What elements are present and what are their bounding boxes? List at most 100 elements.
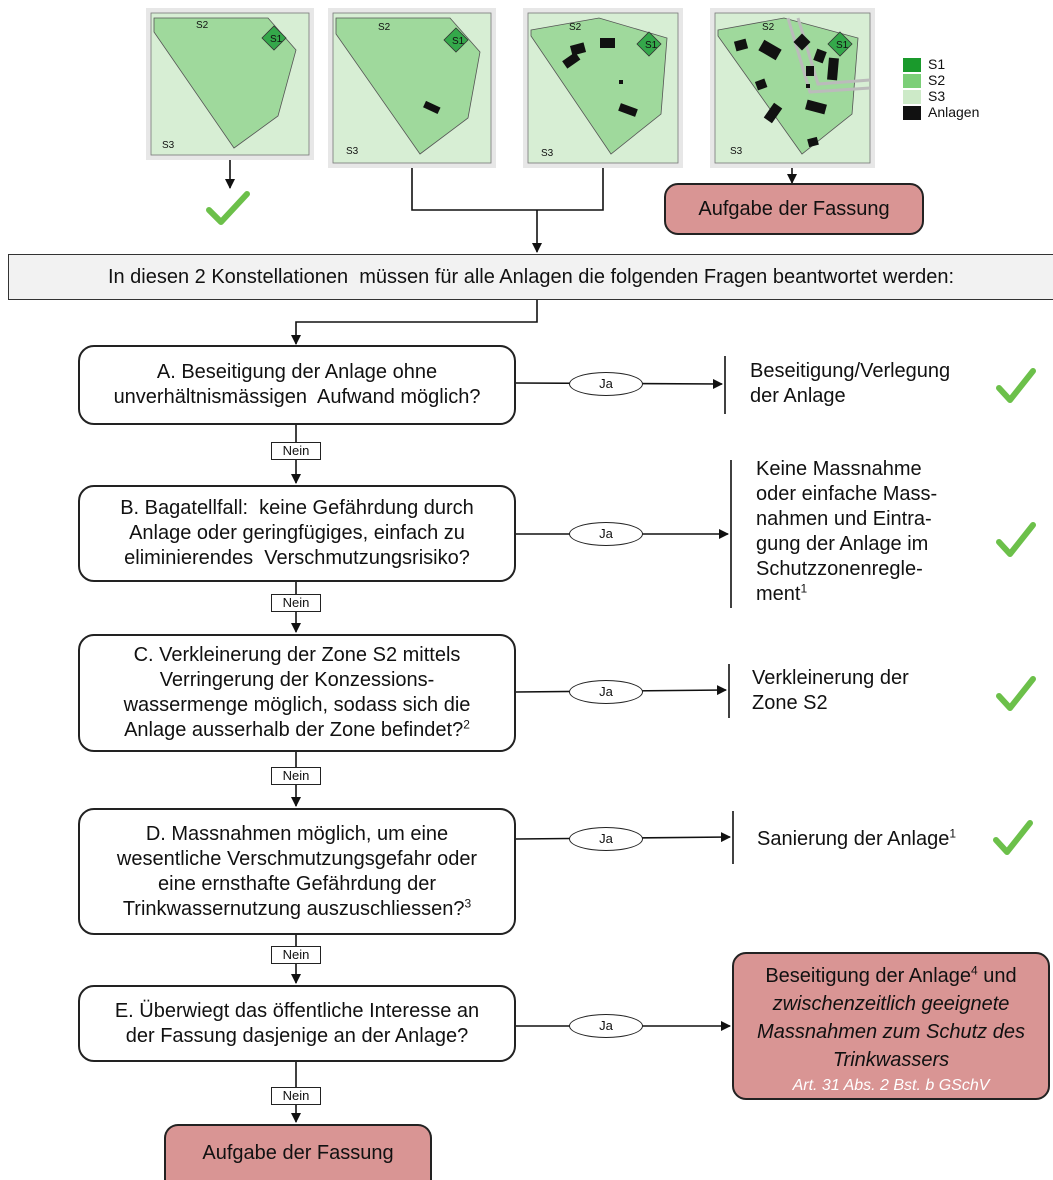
final-result-line1-end: und <box>977 965 1017 987</box>
legend-swatch-s1 <box>903 58 921 72</box>
check-icon <box>996 676 1036 711</box>
result-b-last: ment <box>756 583 801 605</box>
legend-swatch-s3 <box>903 90 921 104</box>
question-d-last: Trinkwassernutzung auszuschliessen? <box>122 897 465 920</box>
bottom-outcome-box: Aufgabe der Fassung <box>164 1124 432 1180</box>
banner-text: In diesen 2 Konstellationen müssen für a… <box>107 265 955 288</box>
question-b-line: B. Bagatellfall: keine Gefährdung durch <box>120 497 474 519</box>
result-d-line: Sanierung der Anlage <box>757 828 950 850</box>
map-1: S1 S2 S3 <box>146 8 314 160</box>
result-b-line: nahmen und Eintra- <box>756 508 932 530</box>
footnote-1: 1 <box>949 826 957 841</box>
top-outcome-label: Aufgabe der Fassung <box>698 197 890 220</box>
final-result-italic: zwischenzeitlich geeignete Massnahmen zu… <box>734 990 1048 1074</box>
map-2-s1-label: S1 <box>452 36 465 47</box>
result-a-line: der Anlage <box>750 385 846 407</box>
result-b-line: oder einfache Mass- <box>756 483 938 505</box>
ja-label-d: Ja <box>569 827 643 851</box>
result-a-line: Beseitigung/Verlegung <box>750 360 951 382</box>
result-b-line: gung der Anlage im <box>756 533 929 555</box>
question-c: C. Verkleinerung der Zone S2 mittels Ver… <box>78 634 516 752</box>
question-e: E. Überwiegt das öffentliche Interesse a… <box>78 985 516 1062</box>
legend-label-anlagen: Anlagen <box>928 104 980 120</box>
check-icon <box>993 820 1033 855</box>
check-icon <box>996 522 1036 557</box>
final-result-italic-line: Trinkwassers <box>832 1049 950 1071</box>
ja-label-b: Ja <box>569 522 643 546</box>
map-1-s2-label: S2 <box>196 20 209 31</box>
question-b: B. Bagatellfall: keine Gefährdung durch … <box>78 485 516 582</box>
banner: In diesen 2 Konstellationen müssen für a… <box>8 254 1053 300</box>
result-d: Sanierung der Anlage1 <box>757 827 956 852</box>
question-b-line: Anlage oder geringfügiges, einfach zu <box>129 522 465 544</box>
legend-label-s2: S2 <box>928 72 946 88</box>
final-result-reference: Art. 31 Abs. 2 Bst. b GSchV <box>792 1077 990 1094</box>
map-4-s1-label: S1 <box>836 40 849 51</box>
footnote-2: 2 <box>463 717 470 732</box>
question-d: D. Massnahmen möglich, um eine wesentlic… <box>78 808 516 935</box>
question-a-line: A. Beseitigung der Anlage ohne <box>156 361 438 383</box>
final-result-line1: Beseitigung der Anlage4 und <box>734 962 1048 990</box>
result-c: Verkleinerung der Zone S2 <box>752 666 909 716</box>
question-d-line: wesentliche Verschmutzungsgefahr oder <box>116 847 478 870</box>
legend-swatch-anlagen <box>903 106 921 120</box>
result-b-line: ment1 <box>756 582 937 607</box>
question-d-line: eine ernsthafte Gefährdung der <box>158 872 436 895</box>
question-e-line: E. Überwiegt das öffentliche Interesse a… <box>114 999 480 1022</box>
legend-label-s1: S1 <box>928 56 946 72</box>
ja-label-a: Ja <box>569 372 643 396</box>
nein-label-a: Nein <box>271 442 321 460</box>
map-4-s2-label: S2 <box>762 22 775 33</box>
map-2-graphic: S1 S2 S3 <box>328 8 496 168</box>
result-c-line: Verkleinerung der <box>752 667 909 689</box>
result-b-line: Schutzzonenregle- <box>756 558 923 580</box>
bottom-outcome-label: Aufgabe der Fassung <box>202 1141 394 1164</box>
map-2-s2-label: S2 <box>378 22 391 33</box>
nein-label-d: Nein <box>271 946 321 964</box>
final-result-italic-line: zwischenzeitlich geeignete <box>772 993 1010 1015</box>
map-4: S1 S2 S3 <box>710 8 875 168</box>
question-d-line: Trinkwassernutzung auszuschliessen?3 <box>117 897 477 922</box>
legend-label-s3: S3 <box>928 88 946 104</box>
question-c-line: Verringerung der Konzessions- <box>159 669 435 691</box>
final-result-italic-line: Massnahmen zum Schutz des <box>757 1021 1025 1043</box>
map-1-s3-label: S3 <box>162 140 175 151</box>
check-icon <box>206 191 250 225</box>
map-4-s3-label: S3 <box>730 146 743 157</box>
question-c-line: Anlage ausserhalb der Zone befindet?2 <box>124 718 471 743</box>
footnote-4: 4 <box>971 963 978 978</box>
map-3-s1-label: S1 <box>645 40 658 51</box>
result-c-line: Zone S2 <box>752 692 828 714</box>
final-result-box: Beseitigung der Anlage4 und zwischenzeit… <box>732 952 1050 1100</box>
map-3-s2-label: S2 <box>569 22 582 33</box>
ja-label-c: Ja <box>569 680 643 704</box>
question-e-line: der Fassung dasjenige an der Anlage? <box>125 1024 469 1047</box>
top-outcome-box: Aufgabe der Fassung <box>664 183 924 235</box>
merge-bracket <box>411 168 604 211</box>
legend: S1 S2 S3 Anlagen <box>900 54 1010 134</box>
map-1-s1-label: S1 <box>270 34 283 45</box>
nein-label-c: Nein <box>271 767 321 785</box>
check-icon <box>996 368 1036 403</box>
result-a: Beseitigung/Verlegung der Anlage <box>750 359 950 409</box>
nein-label-e: Nein <box>271 1087 321 1105</box>
question-a-line: unverhältnismässigen Aufwand möglich? <box>113 386 481 408</box>
legend-swatch-s2 <box>903 74 921 88</box>
footnote-1: 1 <box>800 581 808 596</box>
question-c-last: Anlage ausserhalb der Zone befindet? <box>124 719 464 741</box>
question-c-line: C. Verkleinerung der Zone S2 mittels <box>133 644 461 666</box>
final-result-text: Beseitigung der Anlage <box>765 965 972 987</box>
map-2-s3-label: S3 <box>346 146 359 157</box>
question-b-line: eliminierendes Verschmutzungsrisiko? <box>124 547 470 569</box>
question-a: A. Beseitigung der Anlage ohne unverhält… <box>78 345 516 425</box>
question-d-line: D. Massnahmen möglich, um eine <box>145 822 449 845</box>
map-3-s3-label: S3 <box>541 148 554 159</box>
nein-label-b: Nein <box>271 594 321 612</box>
map-3: S1 S2 S3 <box>523 8 683 168</box>
map-3-graphic: S1 S2 S3 <box>523 8 683 168</box>
map-1-graphic: S1 S2 S3 <box>146 8 314 160</box>
question-c-line: wassermenge möglich, sodass sich die <box>123 694 471 716</box>
footnote-3: 3 <box>464 895 472 910</box>
result-b: Keine Massnahme oder einfache Mass- nahm… <box>756 457 937 607</box>
result-b-line: Keine Massnahme <box>756 458 922 480</box>
